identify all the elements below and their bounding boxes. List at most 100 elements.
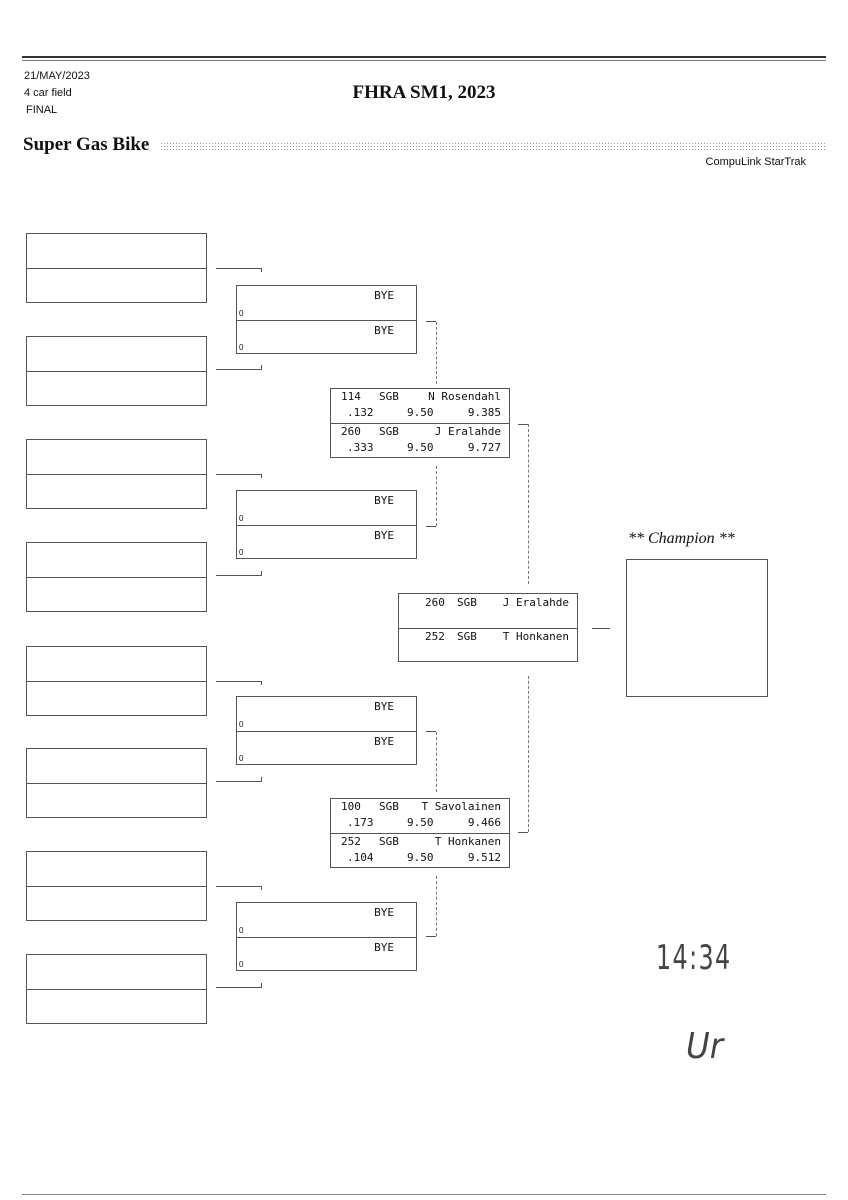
- reaction-time: .132: [347, 406, 374, 419]
- handwritten-initials: Ur: [686, 1026, 724, 1067]
- round1-lane-divider: [27, 886, 206, 921]
- dial-in: 9.50: [407, 441, 434, 454]
- connector-dashed: [436, 322, 437, 384]
- round1-slot: [26, 542, 207, 612]
- car-class: SGB: [379, 425, 399, 438]
- elapsed-time: 9.466: [467, 816, 501, 829]
- bracket-tick: [261, 886, 262, 890]
- round1-slot: [26, 439, 207, 509]
- round1-lane-divider: [27, 681, 206, 716]
- connector-tick: [426, 936, 436, 937]
- round1-slot: [26, 336, 207, 406]
- connector-dashed: [436, 466, 437, 526]
- bye-label: BYE: [374, 494, 394, 507]
- connector-tick: [518, 424, 528, 425]
- connector-tick: [426, 731, 436, 732]
- car-number: 114: [341, 390, 361, 403]
- driver-name: N Rosendahl: [428, 390, 501, 403]
- seed-number: 0: [239, 343, 244, 352]
- seed-number: 0: [239, 548, 244, 557]
- round1-slot: [26, 646, 207, 716]
- semifinal-1-bottom-lane: 260 SGB J Eralahde .333 9.50 9.727: [331, 423, 509, 458]
- champion-box: [626, 559, 768, 697]
- semifinal-1: 114 SGB N Rosendahl .132 9.50 9.385 260 …: [330, 388, 510, 458]
- round1-lane-divider: [27, 268, 206, 303]
- driver-name: J Eralahde: [434, 425, 501, 438]
- bracket-connector: [216, 987, 262, 988]
- final-match: 260 SGB J Eralahde 252 SGB T Honkanen: [398, 593, 578, 662]
- bracket-tick: [261, 983, 262, 987]
- dial-in: 9.50: [407, 406, 434, 419]
- round1-slot: [26, 954, 207, 1024]
- seed-number: 0: [239, 309, 244, 318]
- handwritten-time: 14:34: [656, 938, 732, 978]
- semifinal-2-top-lane: 100 SGB T Savolainen .173 9.50 9.466: [331, 799, 509, 833]
- car-class: SGB: [379, 800, 399, 813]
- dial-in: 9.50: [407, 816, 434, 829]
- bracket-connector: [216, 268, 262, 269]
- connector-dashed: [528, 676, 529, 832]
- car-class: SGB: [379, 390, 399, 403]
- bye-label: BYE: [374, 941, 394, 954]
- reaction-time: .333: [347, 441, 374, 454]
- seed-number: 0: [239, 926, 244, 935]
- round1-lane-divider: [27, 474, 206, 509]
- bracket-connector: [216, 369, 262, 370]
- bracket-tick: [261, 681, 262, 685]
- round1-slot: [26, 748, 207, 818]
- footer-rule: [22, 1194, 826, 1195]
- car-class: SGB: [457, 596, 477, 609]
- bracket-connector: [216, 474, 262, 475]
- champion-label: ** Champion **: [628, 530, 735, 547]
- round1-lane-divider: [27, 783, 206, 818]
- brand-label: CompuLink StarTrak: [705, 156, 806, 168]
- bracket-tick: [261, 571, 262, 575]
- bracket-tick: [261, 474, 262, 478]
- round2-lane: BYE 0: [237, 731, 416, 765]
- round1-slot: [26, 851, 207, 921]
- bracket-connector: [216, 681, 262, 682]
- round-label: FINAL: [26, 104, 58, 116]
- bye-label: BYE: [374, 289, 394, 302]
- connector-tick: [426, 526, 436, 527]
- header-rule: [22, 56, 826, 58]
- bye-label: BYE: [374, 324, 394, 337]
- page-title: FHRA SM1, 2023: [352, 82, 496, 103]
- elapsed-time: 9.512: [467, 851, 501, 864]
- bracket-connector: [216, 886, 262, 887]
- final-bottom-lane: 252 SGB T Honkanen: [399, 628, 577, 662]
- connector-dashed: [436, 876, 437, 936]
- car-number: 100: [341, 800, 361, 813]
- event-date: 21/MAY/2023: [24, 70, 90, 82]
- car-number: 260: [341, 425, 361, 438]
- round2-lane: BYE 0: [237, 491, 416, 525]
- bye-label: BYE: [374, 735, 394, 748]
- bracket-tick: [261, 365, 262, 369]
- round1-lane-divider: [27, 371, 206, 406]
- semifinal-2: 100 SGB T Savolainen .173 9.50 9.466 252…: [330, 798, 510, 868]
- round1-lane-divider: [27, 577, 206, 612]
- elapsed-time: 9.727: [467, 441, 501, 454]
- driver-name: T Savolainen: [421, 800, 501, 813]
- final-top-lane: 260 SGB J Eralahde: [399, 594, 577, 628]
- round1-slot: [26, 233, 207, 303]
- reaction-time: .173: [347, 816, 374, 829]
- connector-tick: [426, 321, 436, 322]
- driver-name: T Honkanen: [502, 630, 569, 643]
- bracket-connector: [216, 781, 262, 782]
- round2-lane: BYE 0: [237, 320, 416, 354]
- car-number: 252: [425, 630, 445, 643]
- bracket-tick: [261, 268, 262, 272]
- seed-number: 0: [239, 754, 244, 763]
- field-size: 4 car field: [24, 87, 72, 99]
- connector-dashed: [528, 424, 529, 584]
- seed-number: 0: [239, 514, 244, 523]
- seed-number: 0: [239, 720, 244, 729]
- connector-tick: [518, 832, 528, 833]
